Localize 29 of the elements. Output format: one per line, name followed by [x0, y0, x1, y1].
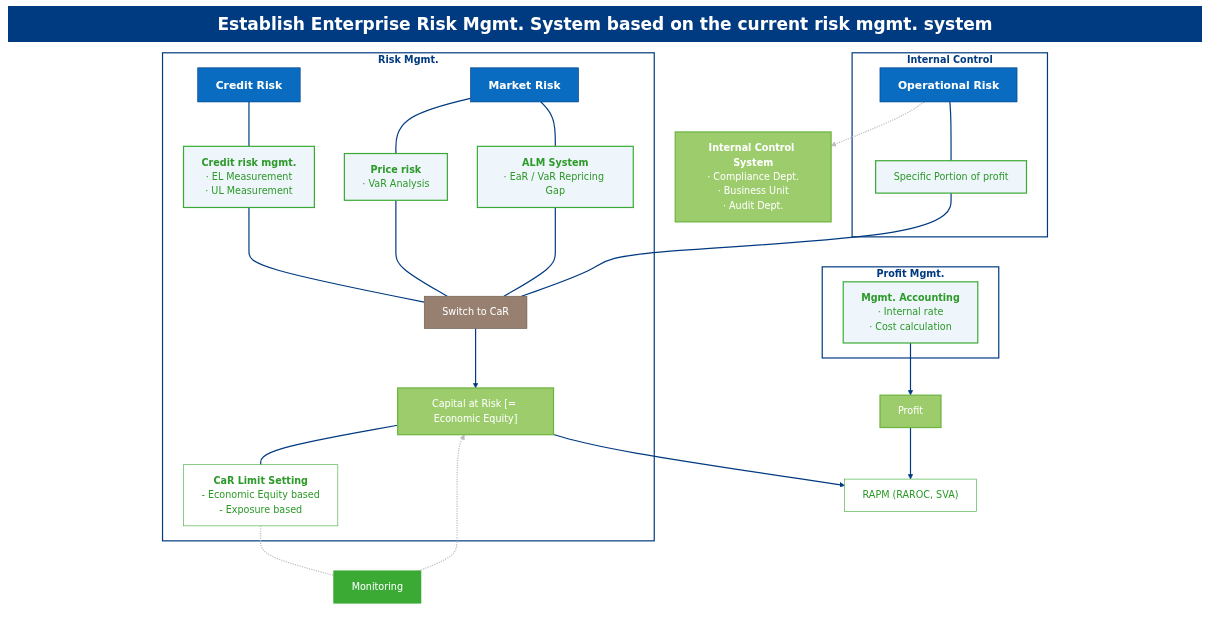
connector: [503, 206, 556, 297]
connector: [248, 206, 425, 303]
node-box: Market Risk: [470, 67, 579, 103]
node-box: Profit: [879, 394, 942, 429]
arrow: [907, 426, 914, 480]
node-box: ALM System · EaR / VaR Repricing Gap: [476, 145, 634, 209]
arrow: [907, 342, 914, 396]
arrow: [472, 328, 479, 389]
node-box: Operational Risk: [879, 67, 1018, 103]
connector: [520, 192, 952, 297]
node-box: Specific Portion of profit: [875, 160, 1028, 194]
arrow: [418, 434, 465, 572]
node-box: RAPM (RAROC, SVA): [844, 478, 977, 512]
node-box: Capital at Risk [= Economic Equity]: [397, 387, 555, 436]
node-box: Mgmt. Accounting · Internal rate · Cost calculation: [842, 281, 979, 344]
node-box: Credit Risk: [197, 67, 301, 103]
title-banner: Establish Enterprise Risk Mgmt. System based on the current risk mgmt. system: [8, 6, 1202, 42]
arrow: [552, 433, 845, 488]
node-box: Switch to CaR: [423, 295, 528, 329]
connector: [949, 101, 952, 162]
connector: [395, 199, 448, 297]
connector: [395, 97, 472, 155]
node-box: Internal Control System · Compliance Dept. · Business Unit · Audit Dept.: [674, 131, 832, 223]
node-box: Price risk · VaR Analysis: [343, 152, 448, 201]
node-box: CaR Limit Setting - Economic Equity based - Exposure based: [183, 464, 339, 527]
node-box: Monitoring: [333, 570, 422, 604]
connector: [248, 101, 250, 147]
connector: [540, 101, 556, 147]
node-box: Credit risk mgmt. · EL Measurement · UL Measurement: [182, 145, 315, 209]
